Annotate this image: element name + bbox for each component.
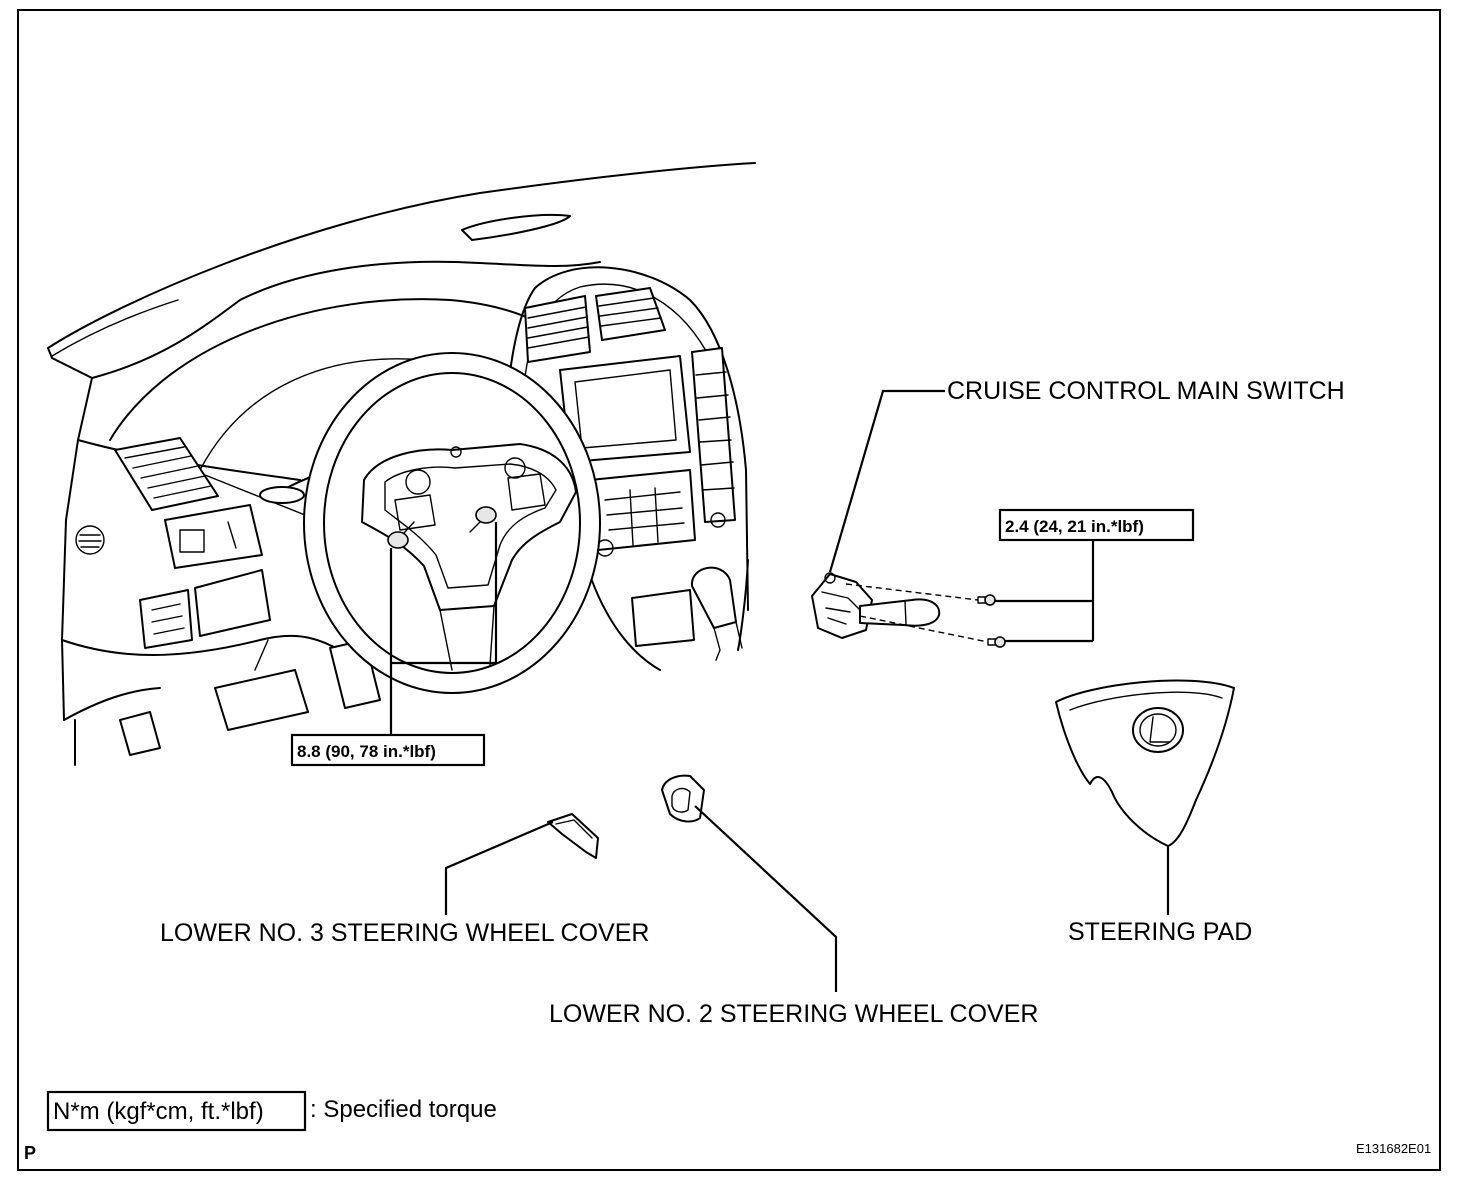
lower-no3-cover-edge [555, 819, 593, 839]
dashboard-illustration [47, 162, 756, 766]
steering-pad-part [1055, 679, 1235, 847]
label-lower-no2-cover: LOWER NO. 2 STEERING WHEEL COVER [549, 1000, 1038, 1028]
lexus-emblem-inner [1139, 713, 1177, 747]
switch-button-a [179, 529, 205, 553]
horn-contact [450, 446, 462, 458]
right-button-column-lines [695, 371, 735, 491]
label-lower-no3-cover: LOWER NO. 3 STEERING WHEEL COVER [160, 919, 649, 947]
leader-wheel-bolts-torque [389, 522, 498, 735]
switch-lever [859, 598, 941, 627]
leader-switch-screws-torque [995, 540, 1095, 643]
lower-no3-cover-body [547, 813, 599, 859]
dash-upper-contour [91, 260, 601, 379]
legend-unit: N*m (kgf*cm, ft.*lbf) [53, 1098, 264, 1125]
wheel-bolt-right [475, 506, 497, 524]
shift-lever-boot [713, 621, 743, 661]
switch-lever-grip [904, 600, 907, 625]
center-vent-right-slats [598, 297, 662, 327]
parking-pedal [119, 711, 161, 756]
label-cruise-control-main-switch: CRUISE CONTROL MAIN SWITCH [947, 377, 1345, 405]
cruise-control-switch-part [811, 572, 1006, 648]
dash-top-edge [47, 162, 756, 349]
dash-top-edge-inner [51, 299, 179, 357]
corner-mark: P [24, 1143, 36, 1163]
switch-dash-to-screw-upper [845, 583, 979, 601]
left-air-vent-slats [124, 446, 212, 499]
shift-lever-knob [690, 566, 737, 629]
spoke-right-switch [507, 473, 546, 511]
display-inner [574, 369, 677, 449]
steering-wheel-hub [361, 443, 577, 611]
climate-panel-buttons [604, 487, 685, 546]
screw-lower-head [994, 636, 1006, 648]
legend-unit-box [46, 1090, 307, 1132]
switch-mount-hole-top [824, 572, 836, 584]
lower-no2-cover-part [661, 774, 705, 823]
climate-panel [589, 469, 696, 551]
leader-lower-no2-cover [694, 805, 838, 992]
lower-dash-contour [61, 634, 341, 656]
speaker-grille-lines [78, 534, 102, 548]
hub-center-boss [405, 469, 431, 495]
left-air-vent [114, 437, 219, 511]
screw-upper-head [984, 594, 996, 606]
steering-wheel-rim-inner [323, 372, 581, 674]
brake-pedal [214, 669, 309, 731]
steering-pad-edge [1069, 691, 1223, 711]
switch-button-b [227, 521, 237, 549]
lower-dash-contour-2 [63, 687, 161, 721]
steering-pad-body [1055, 679, 1235, 847]
label-steering-pad: STEERING PAD [1068, 918, 1252, 946]
switch-dash-to-screw-lower [859, 615, 989, 643]
meter-face-line [204, 474, 306, 516]
hub-cavity [384, 463, 557, 589]
torque-box-wheel-bolts-frame [290, 733, 486, 767]
lower-console-panel [631, 589, 695, 647]
center-vent-right [595, 287, 666, 341]
center-vent-left-slats [527, 306, 590, 349]
torque-legend: N*m (kgf*cm, ft.*lbf) : Specified torque [46, 1090, 497, 1132]
torque-box-switch-screws-frame [998, 508, 1195, 542]
torque-value-wheel-bolts: 8.8 (90, 78 in.*lbf) [297, 742, 436, 761]
wheel-bolt-left [387, 531, 409, 549]
column-switch-stalk [259, 486, 305, 504]
torque-value-switch-screws: 2.4 (24, 21 in.*lbf) [1005, 517, 1144, 536]
hub-connector [504, 457, 526, 479]
lower-no2-cover-slot [671, 787, 691, 813]
knee-panel-lines [151, 603, 185, 635]
lower-spoke [439, 605, 495, 671]
meter-hood-inner [199, 358, 426, 471]
switch-body-detail [821, 591, 863, 625]
torque-box-switch-screws: 2.4 (24, 21 in.*lbf) [998, 508, 1195, 542]
leader-cruise-control-switch [828, 389, 945, 573]
defroster-vent [461, 213, 571, 241]
lower-no2-cover-body [661, 774, 705, 823]
leader-lower-no3-cover [444, 820, 554, 915]
torque-box-wheel-bolts: 8.8 (90, 78 in.*lbf) [290, 733, 486, 767]
lexus-emblem-l-icon [1149, 716, 1171, 743]
wheel-bolt-shafts [403, 521, 481, 534]
knee-panel-b [194, 569, 271, 637]
figure-id: E131682E01 [1356, 1141, 1431, 1156]
spoke-left-switch [394, 494, 436, 531]
speaker-grille [75, 525, 105, 555]
climate-knob-right [710, 512, 726, 528]
legend-description: : Specified torque [310, 1096, 497, 1123]
lower-no3-cover-part [547, 813, 599, 859]
